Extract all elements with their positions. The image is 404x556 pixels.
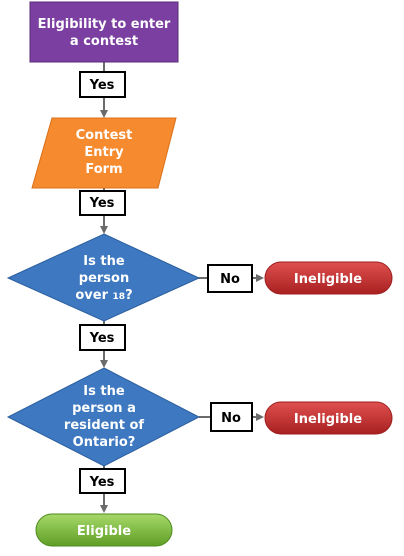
yes-label-1: Yes (79, 71, 126, 98)
decision-2-line3: resident of (64, 418, 144, 433)
decision-resident-ontario: Is the person a resident of Ontario? (6, 367, 201, 467)
ineligible-1-text: Ineligible (294, 272, 362, 287)
eligible-outcome: Eligible (35, 513, 173, 547)
yes-label-3: Yes (79, 324, 126, 351)
decision-2-line1: Is the (83, 384, 125, 399)
decision-1-line1: Is the (83, 254, 125, 269)
decision-2-line4: Ontario? (73, 435, 136, 450)
no-label-2: No (210, 402, 253, 432)
start-node-line2: a contest (70, 34, 138, 49)
no-label-1-text: No (220, 272, 240, 287)
form-input-shape (31, 117, 177, 189)
ineligible-1-pill (264, 261, 393, 295)
yes-label-3-text: Yes (89, 331, 115, 346)
ineligible-2-pill (264, 401, 393, 435)
form-node-line2: Entry (84, 145, 124, 160)
decision-1-line2: person (79, 271, 129, 286)
yes-label-4-text: Yes (89, 475, 115, 490)
yes-label-2: Yes (79, 190, 126, 216)
yes-label-2-text: Yes (89, 196, 115, 211)
eligible-pill (35, 513, 173, 547)
ineligible-2-text: Ineligible (294, 412, 362, 427)
start-node-line1: Eligibility to enter (38, 17, 171, 32)
decision-2-line2: person a (72, 401, 136, 416)
form-node-line1: Contest (76, 128, 133, 143)
decision-1-line3: over 18? (75, 288, 132, 303)
yes-label-1-text: Yes (89, 78, 115, 93)
decision-2-diamond (6, 367, 201, 467)
form-node-line3: Form (85, 162, 122, 177)
start-node: Eligibility to enter a contest (29, 1, 179, 63)
start-process-box (29, 1, 179, 63)
no-label-2-text: No (221, 411, 241, 426)
decision-over-18: Is the person over 18? (6, 233, 201, 322)
ineligible-outcome-1: Ineligible (264, 261, 393, 295)
yes-label-4: Yes (79, 468, 126, 494)
form-node: Contest Entry Form (31, 117, 177, 189)
ineligible-outcome-2: Ineligible (264, 401, 393, 435)
no-label-1: No (207, 264, 253, 293)
eligible-text: Eligible (77, 524, 131, 539)
decision-1-diamond (6, 233, 201, 322)
